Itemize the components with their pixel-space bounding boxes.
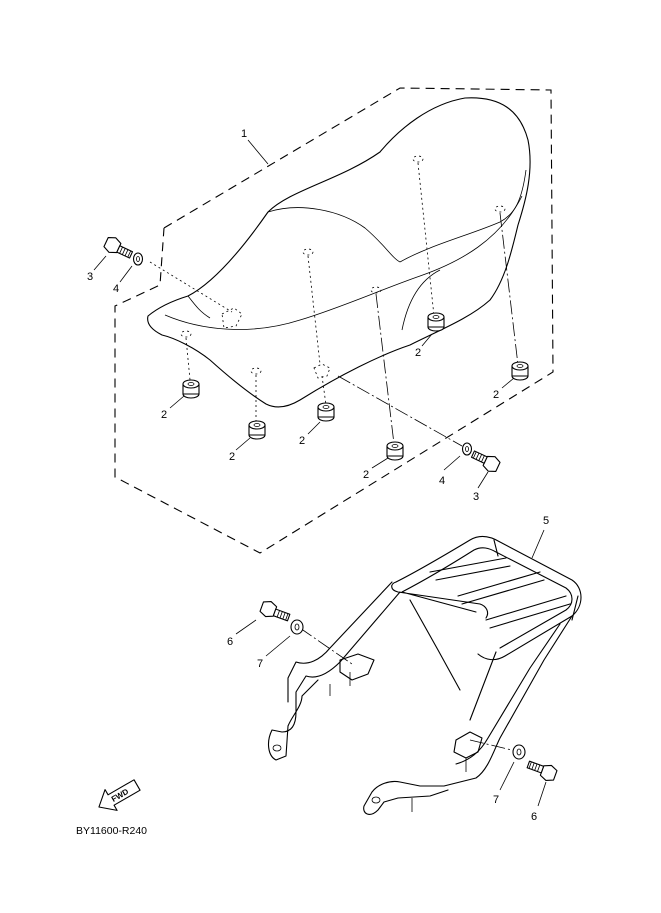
callout-2: 2 (161, 409, 167, 421)
damper-rubber (386, 441, 404, 461)
washer-left (132, 252, 144, 266)
damper-rubber (182, 379, 200, 399)
seat (147, 97, 531, 408)
damper-rubber (248, 420, 266, 440)
callout-2: 2 (299, 435, 305, 447)
callout-4: 4 (439, 475, 445, 487)
damper-rubber (317, 402, 335, 422)
bolt-right (470, 450, 501, 472)
callout-labels: 1 3 4 2 2 2 2 2 2 4 3 5 6 7 7 6 (87, 128, 549, 823)
callout-3: 3 (473, 491, 479, 503)
damper-rubber (511, 361, 529, 381)
damper-rubber-group (182, 312, 529, 461)
callout-2: 2 (229, 451, 235, 463)
callout-3: 3 (87, 271, 93, 283)
washer-right (461, 442, 473, 456)
damper-rubber (427, 312, 445, 332)
forward-arrow-icon: FWD (98, 779, 141, 811)
callout-5: 5 (543, 515, 549, 527)
callout-6: 6 (227, 636, 233, 648)
seat-projection-lines (149, 162, 519, 447)
callout-4: 4 (113, 283, 119, 295)
leader-lines (93, 139, 547, 807)
seat-assembly-boundary (114, 87, 554, 554)
carrier-projection-lines (299, 627, 521, 753)
carrier-washer-right (512, 744, 526, 760)
callout-2: 2 (363, 469, 369, 481)
carrier-bolt-right (526, 760, 558, 782)
callout-1: 1 (241, 128, 247, 140)
bolt-left (103, 237, 134, 259)
callout-6: 6 (531, 811, 537, 823)
carrier-rack (267, 535, 582, 815)
callout-7: 7 (493, 794, 499, 806)
callout-2: 2 (493, 389, 499, 401)
drawing-code: BY11600-R240 (76, 825, 147, 837)
carrier-washer-left (290, 619, 304, 635)
callout-7: 7 (257, 658, 263, 670)
carrier-bolt-left (259, 600, 291, 622)
callout-2: 2 (415, 347, 421, 359)
